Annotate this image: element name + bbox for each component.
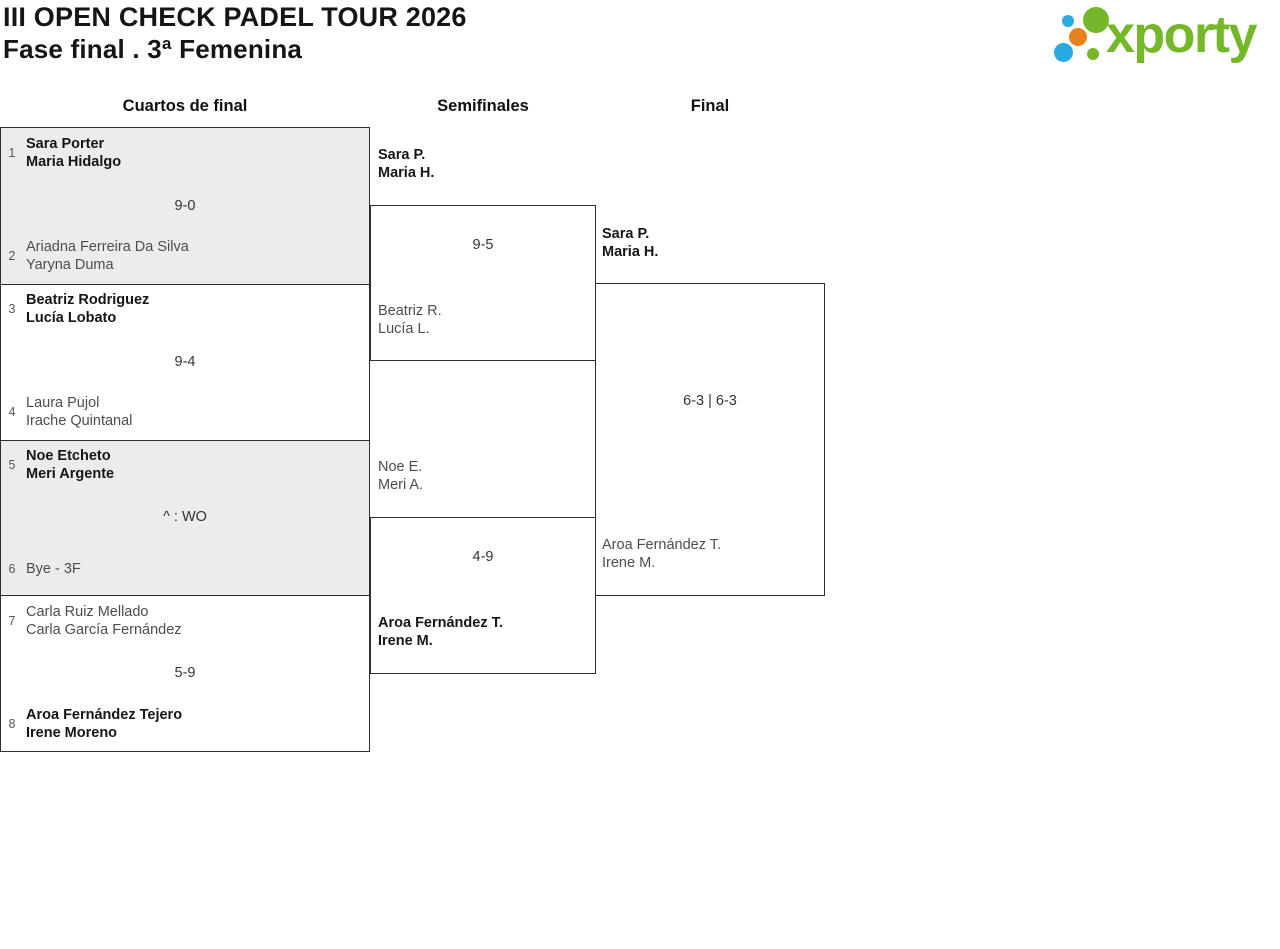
seed-number: 4 xyxy=(8,405,16,419)
seed-number: 8 xyxy=(8,717,16,731)
match-box-qf-4 xyxy=(0,595,370,752)
team-names: Aroa Fernández T. Irene M. xyxy=(602,537,722,571)
match-score: 6-3 | 6-3 xyxy=(683,393,737,409)
seed-number: 6 xyxy=(8,562,16,576)
logo-dot-icon xyxy=(1054,43,1073,62)
seed-number: 7 xyxy=(8,614,16,628)
seed-number: 5 xyxy=(8,458,16,472)
match-score: 9-4 xyxy=(174,354,196,370)
team-names: Noe E. Meri A. xyxy=(378,459,424,493)
seed-number: 3 xyxy=(8,302,16,316)
logo-dot-icon xyxy=(1087,48,1099,60)
match-score: 9-5 xyxy=(472,237,494,253)
team-names: Aroa Fernández Tejero Irene Moreno xyxy=(26,707,183,741)
team-names: Sara Porter Maria Hidalgo xyxy=(26,136,122,170)
team-names: Carla Ruiz Mellado Carla García Fernánde… xyxy=(26,604,182,638)
page-title: III OPEN CHECK PADEL TOUR 2026 xyxy=(3,2,467,32)
team-names: Ariadna Ferreira Da Silva Yaryna Duma xyxy=(26,239,189,273)
match-score: 4-9 xyxy=(472,549,494,565)
page-subtitle: Fase final . 3ª Femenina xyxy=(3,34,303,64)
round-header-semifinals: Semifinales xyxy=(437,97,529,115)
logo-wordmark: xporty xyxy=(1106,6,1257,64)
team-names: Beatriz R. Lucía L. xyxy=(378,303,442,337)
match-score: 9-0 xyxy=(174,198,196,214)
logo-dot-icon xyxy=(1062,15,1074,27)
seed-number: 1 xyxy=(8,146,16,160)
team-names: Laura Pujol Irache Quintanal xyxy=(26,395,133,429)
match-score: 5-9 xyxy=(174,665,196,681)
round-header-final: Final xyxy=(690,97,730,115)
match-box-qf-1 xyxy=(0,127,370,285)
team-names: Beatriz Rodriguez Lucía Lobato xyxy=(26,292,150,326)
seed-number: 2 xyxy=(8,249,16,263)
match-score: ^ : WO xyxy=(163,509,207,525)
team-names: Noe Etcheto Meri Argente xyxy=(26,448,115,482)
team-names: Bye - 3F xyxy=(26,561,81,577)
team-names: Sara P. Maria H. xyxy=(378,147,435,181)
logo-dot-icon xyxy=(1069,28,1087,46)
match-box-final xyxy=(595,283,825,596)
xporty-logo[interactable]: xporty xyxy=(1048,0,1276,72)
team-names: Aroa Fernández T. Irene M. xyxy=(378,615,503,649)
match-box-sf-2 xyxy=(370,517,596,674)
logo-dot-icon xyxy=(1083,7,1109,33)
round-header-quarterfinals: Cuartos de final xyxy=(122,97,248,115)
team-names: Sara P. Maria H. xyxy=(602,226,659,260)
